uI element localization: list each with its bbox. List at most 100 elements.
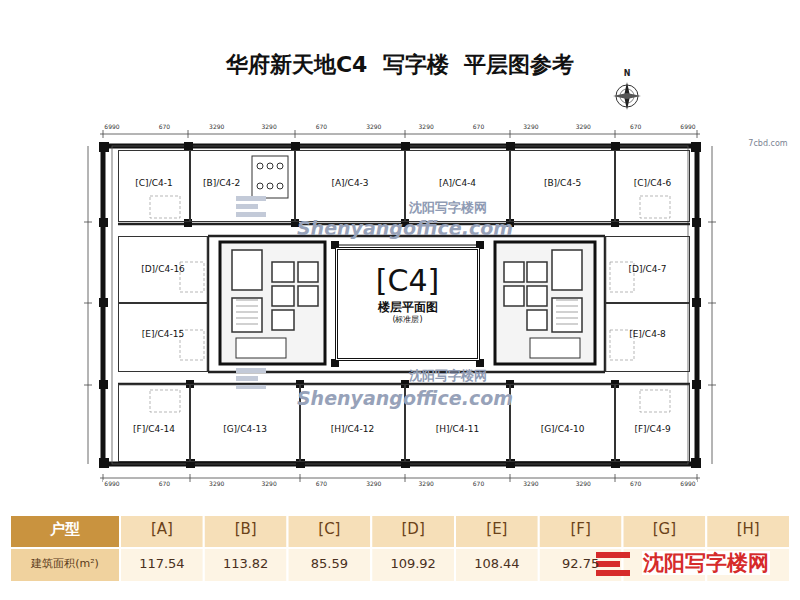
label-text-patch: 3290: [208, 480, 225, 487]
label-text-patch: [G]: [653, 520, 676, 538]
label-text-patch: 109.92: [390, 556, 436, 571]
label-text-patch: 户型: [50, 520, 80, 538]
table-cell: 92.75: [541, 557, 621, 571]
label-text-patch: 3290: [522, 123, 539, 130]
unit-label: [D]/C4-7: [629, 265, 667, 275]
office-unit: [D]/C4-7: [605, 236, 690, 303]
table-header: [B]: [206, 521, 286, 538]
unit-label: [A]/C4-4: [439, 179, 476, 189]
dimension: 3290: [249, 124, 289, 131]
unit-label: [E]/C4-8: [629, 330, 666, 340]
office-unit: [C]/C4-1: [118, 150, 190, 222]
table-header: [H]: [708, 521, 788, 538]
office-unit: [E]/C4-8: [605, 303, 690, 372]
table-cell: 113.82: [206, 557, 286, 571]
atrium: [335, 245, 480, 363]
label-text-patch: [B]: [235, 520, 257, 538]
label-text-patch: [C]: [318, 520, 340, 538]
label-text-patch: Shenyangoffice.com: [297, 217, 513, 239]
label-text-patch: 3290: [418, 123, 435, 130]
label-text-patch: 117.54: [139, 556, 185, 571]
watermark: 7cbd.com: [740, 140, 796, 149]
label-text-patch: [A]: [151, 520, 173, 538]
office-unit: [B]/C4-5: [510, 150, 615, 222]
dimension: 670: [301, 124, 341, 131]
dimension: 6990: [92, 481, 132, 488]
label-text-patch: 670: [315, 123, 328, 130]
unit-label: [C]/C4-6: [634, 179, 671, 189]
office-unit: [F]/C4-9: [615, 384, 690, 462]
table-header: [G]: [624, 521, 704, 538]
label-text-patch: 3290: [365, 123, 382, 130]
table-header: 建筑面积(m²): [12, 558, 118, 570]
unit-label: [H]/C4-11: [436, 425, 480, 435]
watermark-logo: [236, 196, 266, 389]
label-text-patch: 670: [472, 123, 485, 130]
label-text-patch: 3290: [522, 480, 539, 487]
area-table: [10, 515, 790, 582]
label-text-patch: N: [624, 69, 631, 78]
columns: [99, 142, 701, 468]
label-text-patch: 3290: [418, 480, 435, 487]
table-cell: 117.54: [122, 557, 202, 571]
label-text-patch: [H]: [737, 520, 760, 538]
label-text-patch: 沈阳写字楼网: [642, 551, 770, 575]
watermark: 沈阳写字楼网: [633, 552, 779, 575]
office-unit: [D]/C4-16: [118, 236, 208, 303]
dimension: 6990: [668, 481, 708, 488]
atrium-text: 楼层平面图: [378, 301, 438, 314]
label-text-patch: 92.75: [562, 556, 599, 571]
dimension: 3290: [354, 481, 394, 488]
label-text-patch: [D]: [401, 520, 424, 538]
dimension: 6990: [92, 124, 132, 131]
office-unit: [G]/C4-10: [510, 384, 615, 462]
label-text-patch: 113.82: [223, 556, 269, 571]
service-core: [220, 242, 325, 364]
office-unit: [F]/C4-14: [118, 384, 190, 462]
dimension: 670: [459, 124, 499, 131]
label-text-patch: 670: [472, 480, 485, 487]
label-text-patch: 3290: [575, 123, 592, 130]
watermark: Shenyangoffice.com: [285, 388, 525, 409]
unit-label: [G]/C4-10: [541, 425, 585, 435]
dimension: 3290: [249, 481, 289, 488]
dimension: 6990: [668, 124, 708, 131]
dashed-lines: [150, 196, 670, 412]
dimension: 670: [144, 481, 184, 488]
dimension: 3290: [563, 481, 603, 488]
dimension: 3290: [197, 124, 237, 131]
atrium-box: [C4]楼层平面图(标准层): [335, 247, 480, 361]
table-header: [A]: [122, 521, 202, 538]
table-header: [F]: [541, 521, 621, 538]
label-text-patch: 6990: [679, 480, 696, 487]
dimension: 3290: [197, 481, 237, 488]
dimension: 670: [459, 481, 499, 488]
label-text-patch: [E]: [486, 520, 507, 538]
table-cell: 108.44: [457, 557, 537, 571]
office-unit: [G]/C4-13: [190, 384, 300, 462]
service-core: [495, 242, 595, 364]
dimension: 3290: [406, 481, 446, 488]
label-text-patch: [F]: [570, 520, 590, 538]
label-text-patch: 3290: [208, 123, 225, 130]
outer-wall: [103, 146, 697, 464]
office-unit: [B]/C4-2: [190, 150, 295, 222]
label-text-patch: 670: [629, 480, 642, 487]
label-text-patch: 670: [158, 480, 171, 487]
page-title: 华府新天地C4 写字楼 平层图参考: [0, 50, 800, 80]
label-text-patch: 3290: [365, 480, 382, 487]
label-text-patch: 670: [629, 123, 642, 130]
dimension: 3290: [563, 124, 603, 131]
unit-label: [D]/C4-16: [141, 265, 185, 275]
label-text-patch: 85.59: [311, 556, 348, 571]
label-text-patch: 6990: [679, 123, 696, 130]
label-text-patch: 沈阳写字楼网: [409, 200, 487, 215]
unit-label: [A]/C4-3: [331, 179, 368, 189]
toilet-fixtures: [252, 156, 288, 198]
atrium-text: (标准层): [392, 316, 422, 325]
compass-north: N: [620, 70, 634, 79]
dimension: 670: [301, 481, 341, 488]
unit-label: [H]/C4-12: [331, 425, 375, 435]
unit-label: [E]/C4-15: [142, 330, 184, 340]
watermark: 沈阳写字楼网: [393, 201, 503, 215]
